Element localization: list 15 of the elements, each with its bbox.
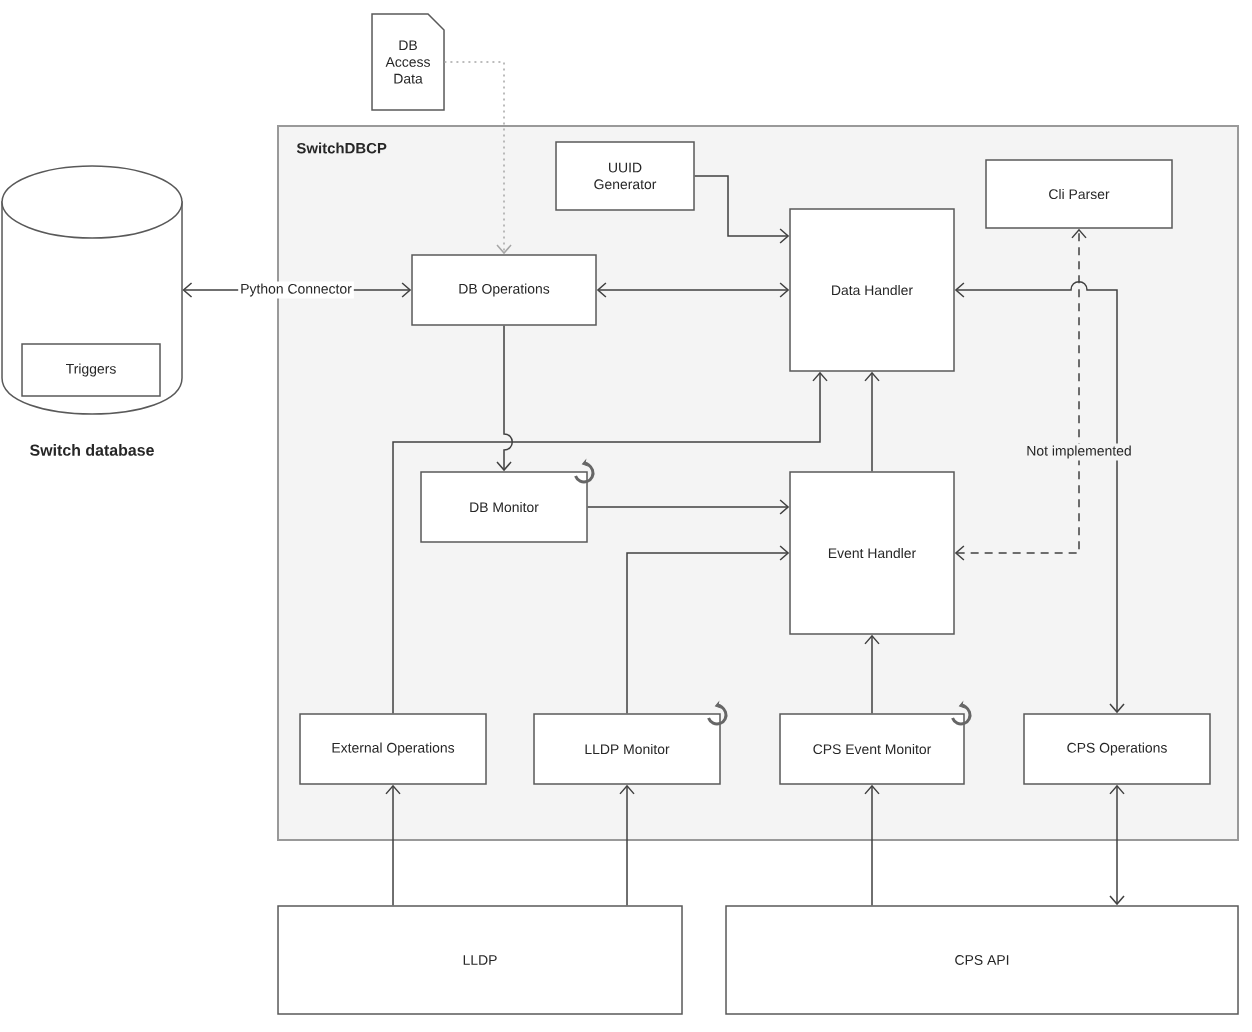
arrow [443, 61, 512, 255]
arrow [619, 784, 635, 906]
arrow [694, 175, 790, 244]
arrow [864, 784, 880, 906]
arrow [1109, 784, 1125, 906]
arrow [954, 281, 1125, 714]
arrow [864, 634, 880, 714]
arrow [392, 371, 828, 714]
arrow [587, 499, 790, 515]
arrow [864, 371, 880, 472]
arrow [626, 545, 790, 714]
arrow [954, 228, 1087, 561]
arrow [596, 282, 790, 298]
arrow [496, 325, 513, 472]
arrow [385, 784, 401, 906]
